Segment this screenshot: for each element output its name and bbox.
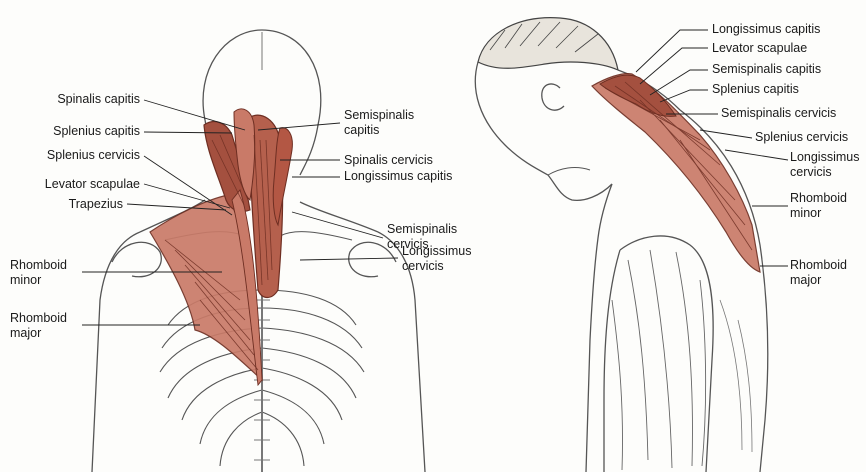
label-text: Rhomboid <box>790 258 847 273</box>
label-spinalis-capitis-back: Spinalis capitis <box>20 92 140 107</box>
back-ribs-right <box>262 290 364 466</box>
label-text: Semispinalis capitis <box>712 62 821 76</box>
label-splenius-capitis-side: Splenius capitis <box>712 82 799 97</box>
label-levator-scapulae-back: Levator scapulae <box>20 177 140 192</box>
label-spinalis-cervicis-back: Spinalis cervicis <box>344 153 433 168</box>
back-torso-outline <box>92 232 140 472</box>
label-text: Splenius capitis <box>53 124 140 138</box>
label-text: minor <box>790 206 847 221</box>
label-longissimus-capitis-back: Longissimus capitis <box>344 169 452 184</box>
label-text: Trapezius <box>69 197 123 211</box>
label-text: major <box>10 326 67 341</box>
label-text: Spinalis capitis <box>57 92 140 106</box>
label-text: Rhomboid <box>10 258 67 273</box>
back-view-muscles <box>150 109 292 385</box>
label-text: Rhomboid <box>790 191 847 206</box>
label-text: Semispinalis <box>387 222 457 237</box>
label-splenius-cervicis-side: Splenius cervicis <box>755 130 848 145</box>
label-semispinalis-capitis-back: Semispinalis capitis <box>344 108 414 138</box>
label-text: Longissimus capitis <box>344 169 452 183</box>
label-levator-scapulae-side: Levator scapulae <box>712 41 807 56</box>
label-rhomboid-minor-back: Rhomboid minor <box>10 258 67 288</box>
label-text: capitis <box>344 123 414 138</box>
label-text: Levator scapulae <box>712 41 807 55</box>
label-semispinalis-cervicis-side: Semispinalis cervicis <box>721 106 836 121</box>
label-text: Splenius cervicis <box>755 130 848 144</box>
label-longissimus-cervicis-side: Longissimus cervicis <box>790 150 859 180</box>
label-splenius-capitis-back: Splenius capitis <box>20 124 140 139</box>
side-hair <box>478 18 618 70</box>
label-text: Levator scapulae <box>45 177 140 191</box>
label-text: Splenius cervicis <box>47 148 140 162</box>
label-rhomboid-major-side: Rhomboid major <box>790 258 847 288</box>
label-longissimus-cervicis-back: Longissimus cervicis <box>402 244 471 274</box>
label-text: Longissimus <box>402 244 471 259</box>
side-arm-outline <box>620 236 713 472</box>
label-text: minor <box>10 273 67 288</box>
label-rhomboid-major-back: Rhomboid major <box>10 311 67 341</box>
label-longissimus-capitis-side: Longissimus capitis <box>712 22 820 37</box>
label-semispinalis-capitis-side: Semispinalis capitis <box>712 62 821 77</box>
label-splenius-cervicis-back: Splenius cervicis <box>20 148 140 163</box>
label-text: Semispinalis <box>344 108 414 123</box>
label-rhomboid-minor-side: Rhomboid minor <box>790 191 847 221</box>
label-text: Spinalis cervicis <box>344 153 433 167</box>
label-text: Splenius capitis <box>712 82 799 96</box>
side-front-outline <box>586 184 612 472</box>
label-text: Longissimus <box>790 150 859 165</box>
side-ear <box>542 84 564 110</box>
label-text: Semispinalis cervicis <box>721 106 836 120</box>
label-text: Rhomboid <box>10 311 67 326</box>
label-trapezius-back: Trapezius <box>20 197 123 212</box>
label-text: major <box>790 273 847 288</box>
side-head-outline <box>475 62 612 200</box>
label-text: cervicis <box>790 165 859 180</box>
label-text: cervicis <box>402 259 471 274</box>
label-text: Longissimus capitis <box>712 22 820 36</box>
